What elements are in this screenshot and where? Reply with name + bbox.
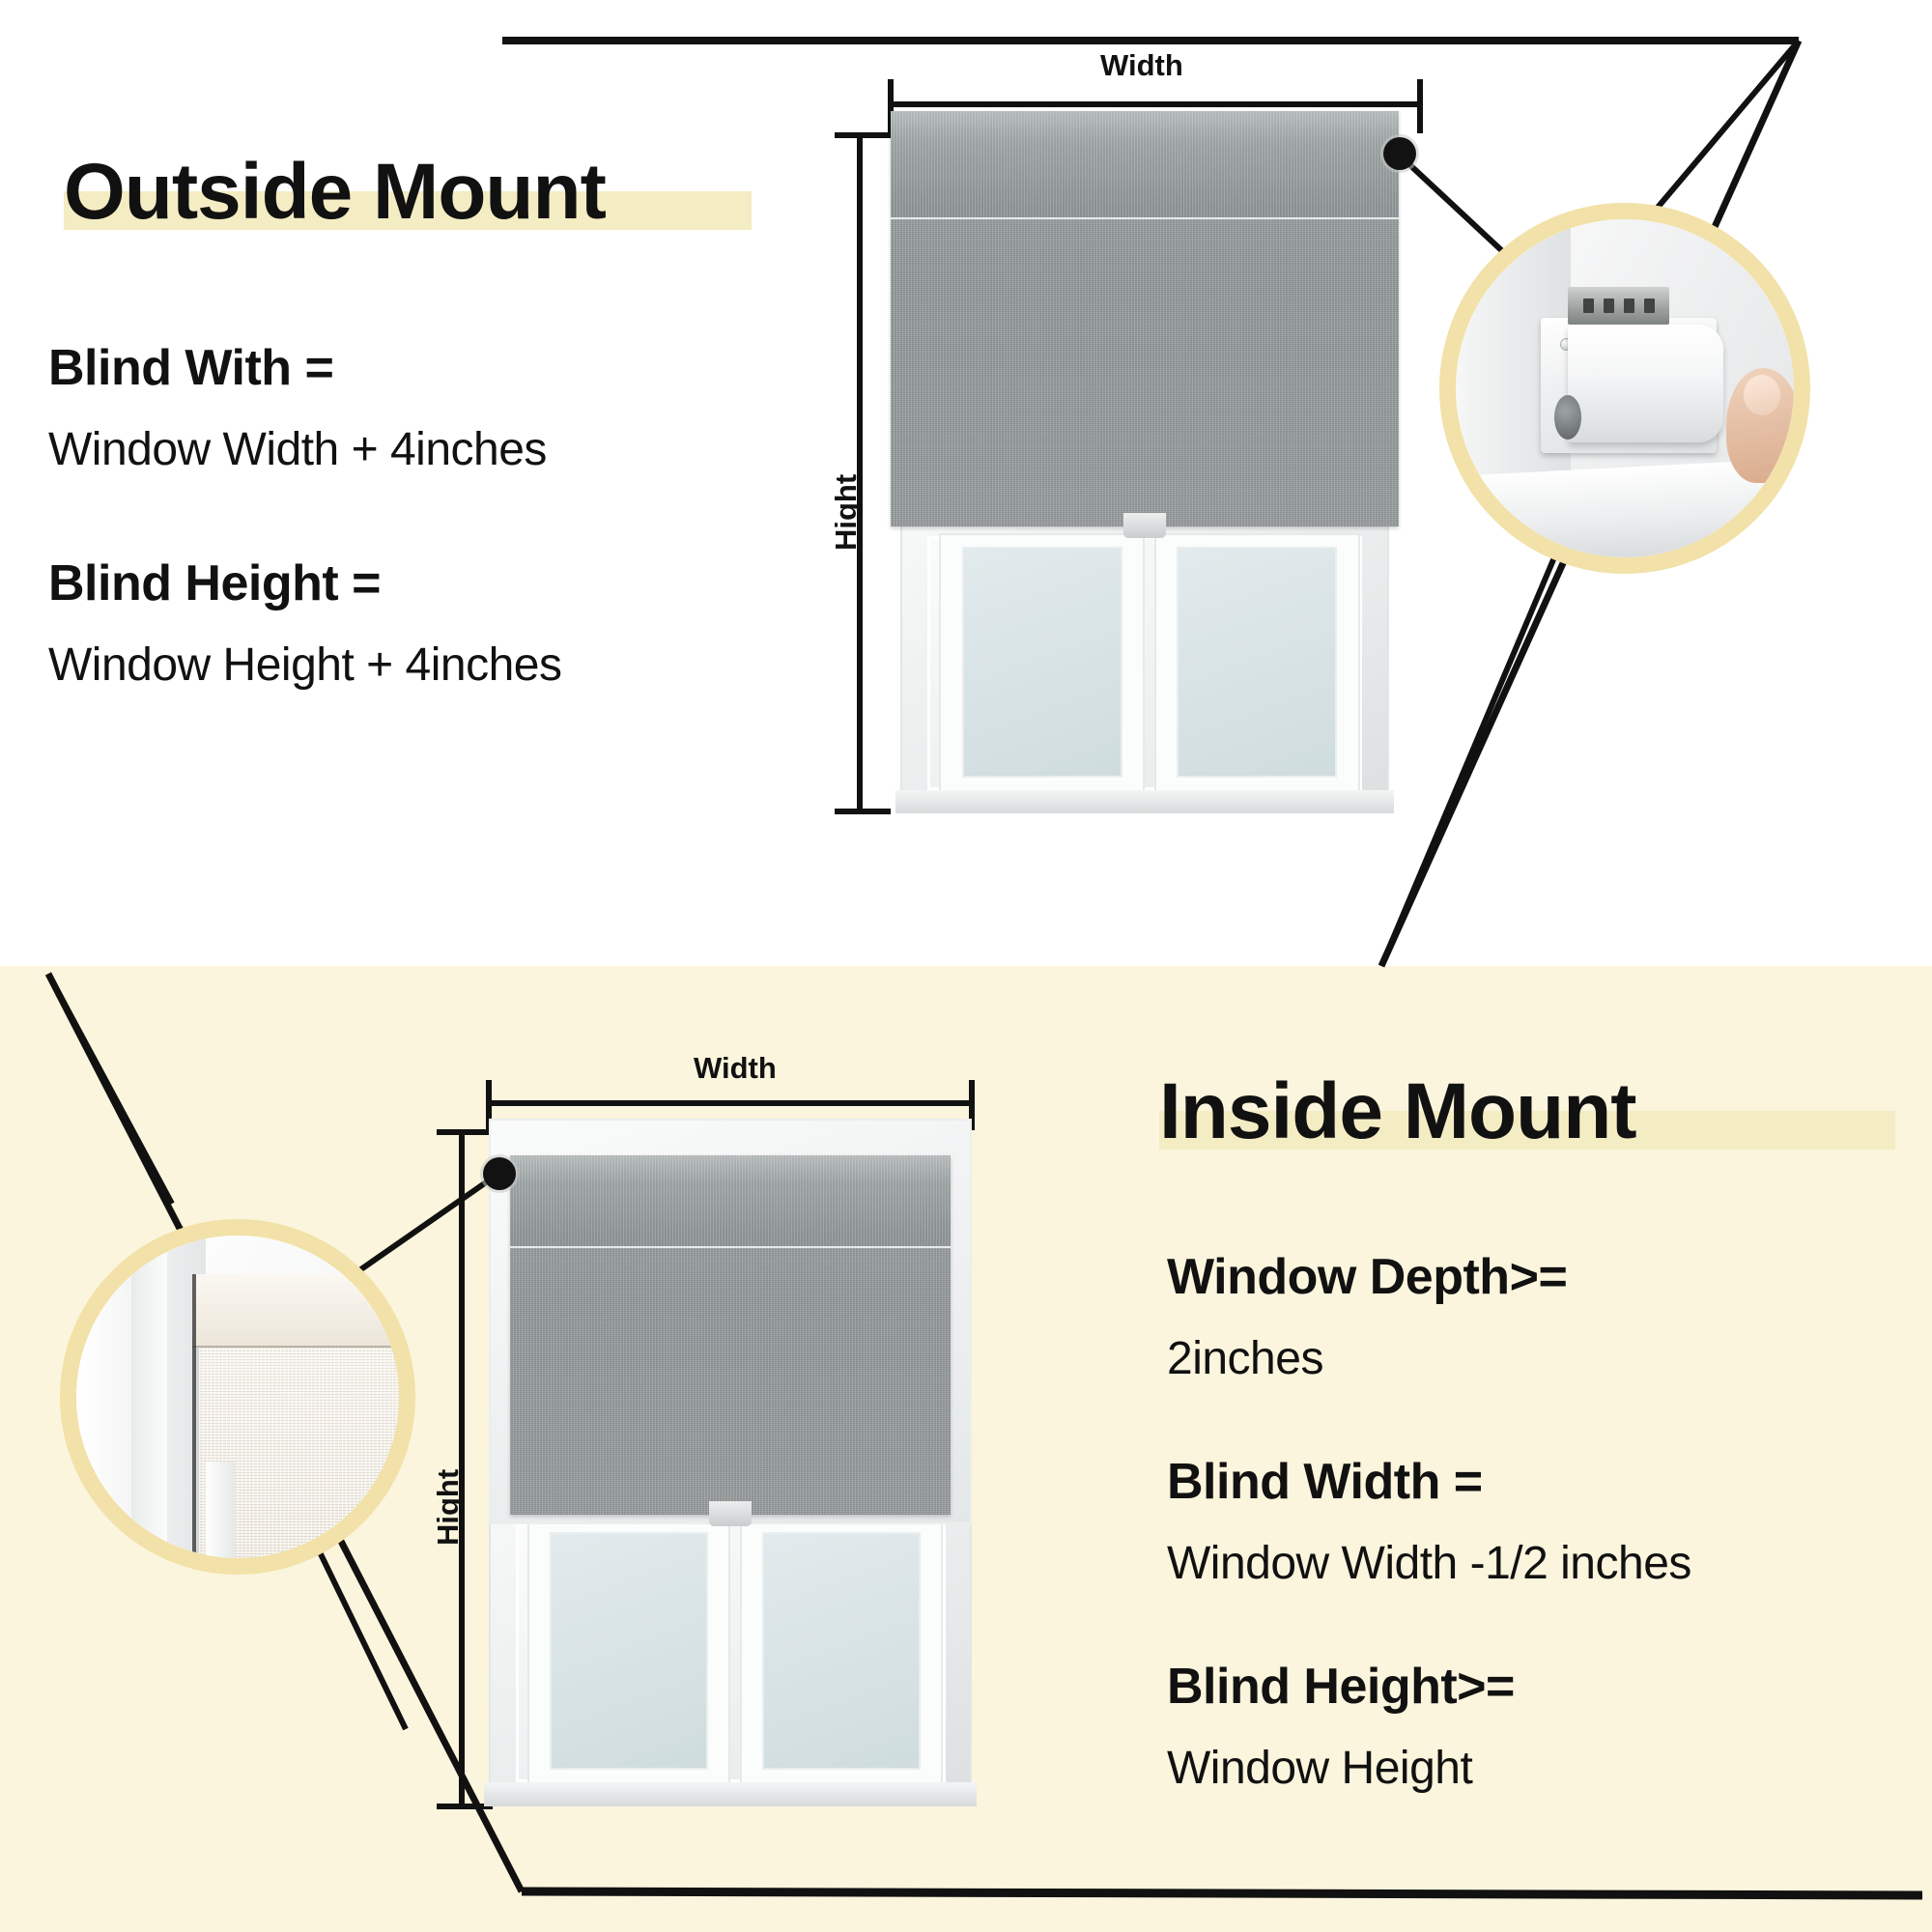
inside-spec-1-value: Window Width -1/2 inches xyxy=(1167,1538,1691,1589)
outside-callout-dot xyxy=(1383,137,1416,170)
outside-mount-title: Outside Mount xyxy=(64,148,752,236)
inside-spec-2-value: Window Height xyxy=(1167,1743,1473,1794)
inside-height-label: Hight xyxy=(431,1468,465,1546)
inside-mount-title-text: Inside Mount xyxy=(1159,1067,1637,1155)
outside-window-illustration xyxy=(895,522,1395,813)
outside-spec-1-value: Window Height + 4inches xyxy=(48,639,562,691)
outside-mount-zoom-inset xyxy=(1439,203,1810,574)
inside-blind-shade xyxy=(510,1155,951,1526)
inside-spec-0-value: 2inches xyxy=(1167,1333,1323,1384)
inside-mount-title: Inside Mount xyxy=(1159,1067,1895,1155)
inside-spec-2-label: Blind Height>= xyxy=(1167,1659,1515,1715)
outside-height-label: Hight xyxy=(829,473,863,551)
inside-width-label: Width xyxy=(694,1051,777,1085)
inside-spec-0-label: Window Depth>= xyxy=(1167,1249,1568,1305)
inside-mount-zoom-inset xyxy=(60,1219,415,1575)
outside-spec-0-label: Blind With = xyxy=(48,340,334,396)
outside-spec-1-label: Blind Height = xyxy=(48,555,382,611)
inside-window-illustration xyxy=(484,1507,977,1806)
inside-callout-dot xyxy=(483,1157,516,1190)
outside-width-label: Width xyxy=(1100,48,1183,82)
inside-spec-1-label: Blind Width = xyxy=(1167,1454,1483,1510)
outside-blind-shade xyxy=(891,111,1399,538)
outside-spec-0-value: Window Width + 4inches xyxy=(48,424,547,475)
outside-mount-title-text: Outside Mount xyxy=(64,148,607,236)
